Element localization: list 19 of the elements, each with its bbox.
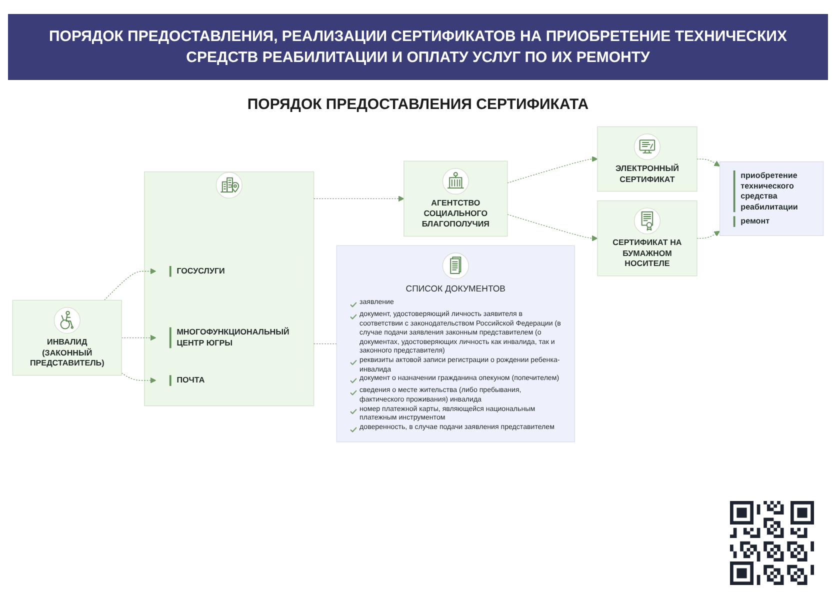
arrow xyxy=(313,196,404,202)
node-box: АГЕНТСТВО СОЦИАЛЬНОГО БЛАГОПОЛУЧИЯ xyxy=(404,160,508,237)
node-box: приобретение технического средства реабилитации ремонт xyxy=(719,161,824,236)
node-box: ИНВАЛИД (ЗАКОННЫЙ ПРЕДСТАВИТЕЛЬ) xyxy=(12,300,122,376)
arrow xyxy=(696,230,720,239)
subheading: ПОРЯДОК ПРЕДОСТАВЛЕНИЯ СЕРТИФИКАТА xyxy=(247,96,589,113)
arrow xyxy=(507,156,598,184)
arrow xyxy=(121,372,156,384)
node-box: ЭЛЕКТРОННЫЙ СЕРТИФИКАТ xyxy=(597,126,698,192)
node-box: СЕРТИФИКАТ НА БУМАЖНОМ НОСИТЕЛЕ xyxy=(597,200,698,276)
connector xyxy=(313,343,337,344)
arrow xyxy=(696,158,720,166)
title: ПОРЯДОК ПРЕДОСТАВЛЕНИЯ, РЕАЛИЗАЦИИ СЕРТИФИКАТОВ НА ПРИОБРЕТЕНИЕ ТЕХНИЧЕСКИХ СРЕДСТВ РЕАБИЛИТАЦИИ И ОПЛАТУ УСЛУГ ПО ИХ РЕМОНТУ xyxy=(48,27,788,68)
arrow xyxy=(507,214,598,242)
arrow xyxy=(121,334,156,341)
node-text: ПОЧТА xyxy=(176,375,205,385)
arrow xyxy=(104,268,156,301)
node-text: ГОСУСЛУГИ xyxy=(176,266,225,276)
node-text: МНОГОФУНКЦИОНАЛЬНЫЙ ЦЕНТР ЮГРЫ xyxy=(176,327,290,348)
